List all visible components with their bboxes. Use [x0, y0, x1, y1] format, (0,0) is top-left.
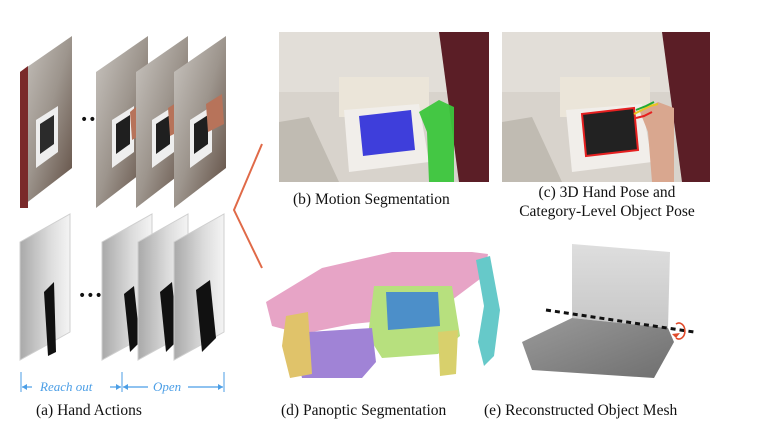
- caption-motion-segmentation: (b) Motion Segmentation: [293, 191, 450, 208]
- caption-hand-pose-line1: (c) 3D Hand Pose and: [538, 184, 676, 201]
- motion-hand-mask: [419, 100, 454, 182]
- caption-hand-pose-line2: Category-Level Object Pose: [519, 203, 695, 220]
- object-pose-box: [580, 106, 640, 158]
- caption-panoptic-segmentation: (d) Panoptic Segmentation: [281, 402, 447, 419]
- rotation-arrow-icon: [675, 322, 686, 340]
- segment-teal: [476, 256, 500, 366]
- depth-frames-stack: •••: [19, 213, 225, 361]
- connector-bracket: [232, 143, 263, 269]
- hand-skin: [640, 102, 674, 182]
- segment-purple: [296, 328, 376, 378]
- action-timeline: [20, 372, 225, 392]
- motion-object-mask: [359, 110, 415, 156]
- rgb-frame-1: [20, 36, 72, 208]
- action-label-open: Open: [153, 379, 182, 394]
- mesh-base: [522, 318, 674, 378]
- caption-reconstructed-mesh: (e) Reconstructed Object Mesh: [484, 402, 678, 419]
- hand-pose-image: [502, 32, 710, 182]
- panoptic-segmentation-image: [266, 252, 500, 378]
- rgb-frame-4: [174, 36, 226, 208]
- caption-hand-pose: (c) 3D Hand Pose and Category-Level Obje…: [494, 183, 720, 221]
- ellipsis-depth: •••: [78, 288, 103, 304]
- motion-segmentation-image: [279, 32, 489, 182]
- segment-yellow: [282, 312, 312, 378]
- action-label-reach-out: Reach out: [40, 379, 93, 394]
- depth-frame-4: [173, 213, 225, 361]
- depth-frame-1: [19, 213, 71, 361]
- object-mesh-image: [522, 244, 695, 378]
- rgb-frames-stack: •••: [20, 36, 226, 208]
- hand-skeleton: [633, 103, 659, 115]
- caption-hand-actions: (a) Hand Actions: [36, 402, 142, 419]
- mesh-lid: [572, 244, 670, 328]
- hinge-axis: [545, 308, 695, 334]
- segment-blue: [386, 292, 440, 330]
